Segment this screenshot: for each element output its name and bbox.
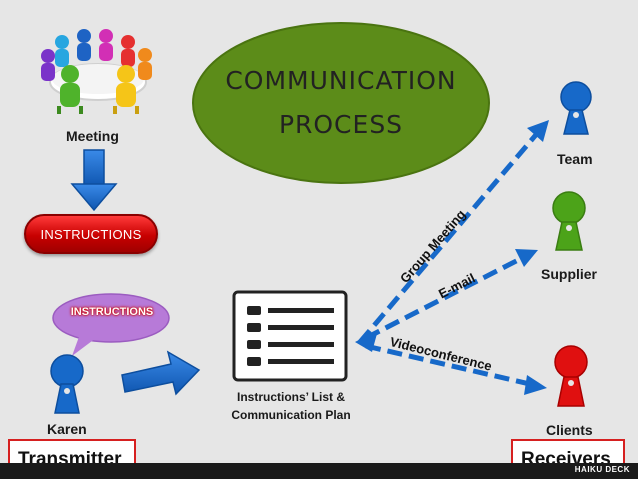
supplier-label: Supplier	[541, 266, 598, 282]
instructions-pill: INSTRUCTIONS	[24, 214, 158, 254]
person-icon-karen	[50, 354, 84, 414]
document-label-line-2: Communication Plan	[231, 408, 351, 422]
title-line-1: COMMUNICATION	[225, 66, 457, 95]
channel-arrow-supplier	[364, 249, 538, 341]
speech-bubble	[52, 293, 170, 356]
person-icon-team	[560, 81, 592, 135]
meeting-label: Meeting	[66, 128, 119, 144]
clients-label: Clients	[546, 422, 593, 438]
right-arrow-icon	[121, 350, 201, 396]
receivers-label: Receivers	[521, 449, 611, 467]
footer-bar	[0, 463, 638, 479]
person-icon-supplier	[552, 191, 586, 251]
down-arrow-icon	[70, 149, 118, 212]
checklist-document-icon	[232, 290, 348, 382]
karen-label: Karen	[47, 421, 87, 437]
title-ellipse	[192, 22, 490, 184]
person-icon-clients	[554, 345, 588, 407]
title-line-2: PROCESS	[278, 110, 404, 139]
brand-logo: HAIKU DECK	[574, 465, 630, 474]
channel-arrow-clients	[365, 343, 547, 395]
document-label-line-1: Instructions’ List &	[236, 390, 345, 404]
meeting-table-people-icon	[41, 29, 152, 114]
channel-arrow-team	[358, 120, 549, 344]
arrowhead-to-document-icon	[355, 330, 378, 352]
transmitter-label: Transmitter	[18, 449, 122, 467]
speech-bubble-text: INSTRUCTIONS	[70, 306, 154, 318]
receivers-box: Receivers	[511, 439, 625, 467]
team-label: Team	[557, 151, 593, 167]
